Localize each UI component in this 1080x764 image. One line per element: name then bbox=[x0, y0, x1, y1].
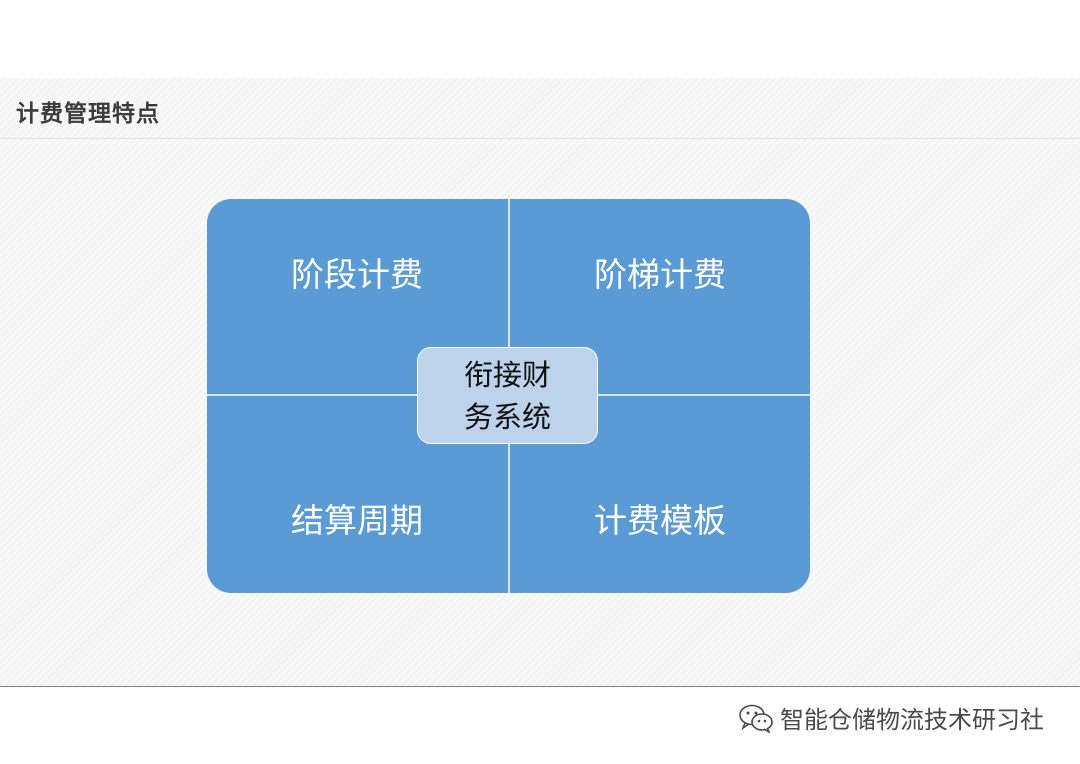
slide: 计费管理特点 阶段计费 阶梯计费 结算周期 计费模板 衔接财 务系统 bbox=[0, 78, 1080, 687]
quadrant-bottom-left-label: 结算周期 bbox=[291, 501, 423, 540]
center-node: 衔接财 务系统 bbox=[417, 347, 598, 444]
quadrant-bottom-right-label: 计费模板 bbox=[594, 501, 726, 540]
slide-title: 计费管理特点 bbox=[16, 101, 160, 127]
center-node-line-2: 务系统 bbox=[463, 399, 551, 434]
watermark-text: 智能仓储物流技术研习社 bbox=[780, 706, 1044, 734]
center-node-line-1: 衔接财 bbox=[463, 357, 551, 392]
quadrant-matrix: 阶段计费 阶梯计费 结算周期 计费模板 bbox=[207, 199, 810, 593]
slide-header: 计费管理特点 bbox=[0, 78, 1080, 139]
quadrant-top-left-label: 阶段计费 bbox=[291, 255, 423, 294]
quadrant-top-right-label: 阶梯计费 bbox=[594, 255, 726, 294]
watermark: 智能仓储物流技术研习社 bbox=[738, 700, 1044, 735]
wechat-icon bbox=[739, 704, 773, 733]
